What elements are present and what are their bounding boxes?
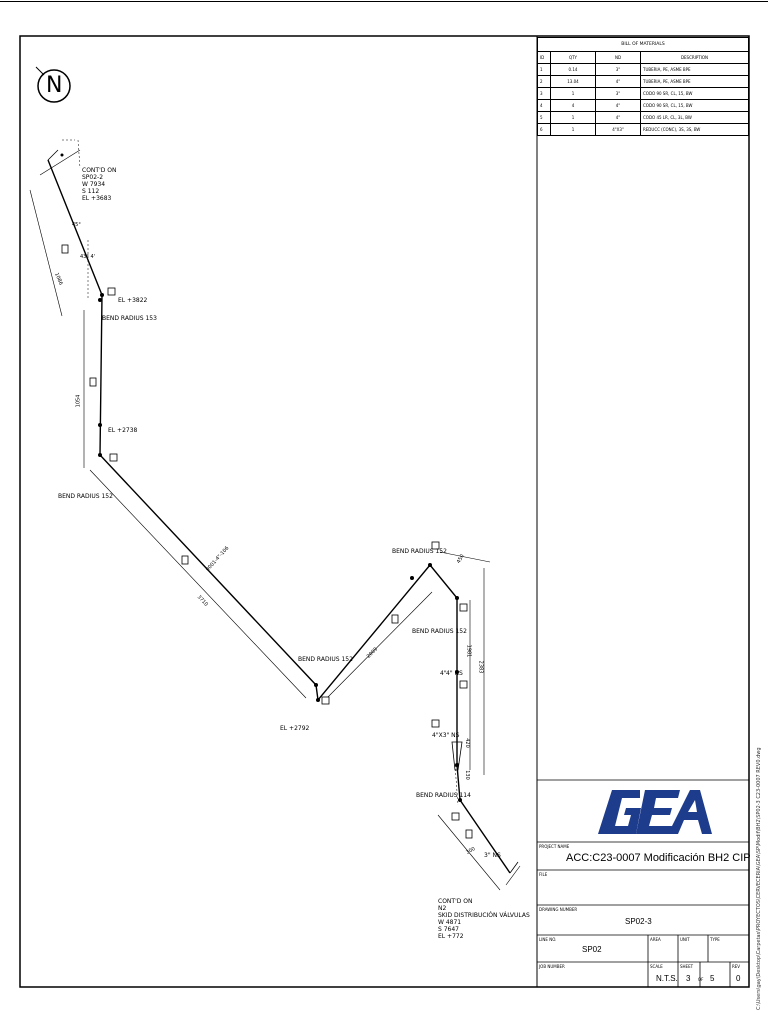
bom-cell: 1 [550, 87, 596, 100]
rev-value: 0 [736, 974, 741, 983]
dimension-label: 1054 [75, 394, 82, 408]
dimension-label: 4" [440, 670, 447, 677]
north-arrow-icon [35, 66, 71, 103]
bom-cell: CODO 90 SR, CL, 15, BW [640, 87, 749, 100]
note-line: EL +3683 [82, 195, 112, 202]
dimension-label: 2383 [477, 660, 484, 674]
drawing-number: SP02-3 [625, 917, 652, 926]
bend-label: BEND RADIUS 152 [392, 548, 447, 555]
bom-title: BILL OF MATERIALS [537, 37, 749, 52]
file-label: FILE [539, 872, 548, 877]
bom-header-row: ID QTY ND DESCRIPTION [537, 51, 749, 64]
elevation-label: EL +3822 [118, 297, 148, 304]
dimension-label: 43° 4' [80, 254, 96, 260]
bom-header-description: DESCRIPTION [640, 51, 749, 64]
scale-label: SCALE [650, 964, 663, 969]
table-row: 3 1 3" CODO 90 SR, CL, 15, BW [537, 87, 749, 100]
table-row: 4 4 4" CODO 90 SR, CL, 15, BW [537, 99, 749, 112]
dimension-label: 45° [72, 222, 81, 228]
unit-label: UNIT [680, 937, 690, 942]
table-row: 1 0.14 3" TUBERIA, PE, ASME BPE [537, 63, 749, 76]
bend-label: BEND RADIUS 152 [412, 628, 467, 635]
bom-cell: 5 [537, 111, 551, 124]
bom-cell: 1 [550, 111, 596, 124]
note-line: S 7647 [438, 926, 459, 933]
bom-cell: CODO 90 SR, CL, 15, BW [640, 99, 749, 112]
pipe-route [47, 159, 511, 874]
bom-header-id: ID [537, 51, 551, 64]
note-line: SKID DISTRIBUCIÓN VÁLVULAS [438, 912, 530, 919]
type-label: TYPE [710, 937, 720, 942]
bom-cell: 4" [595, 111, 641, 124]
drawing-border [19, 35, 750, 988]
dimension-label: 420 [463, 738, 470, 748]
dimension-label: 130 [463, 770, 470, 780]
drawing-number-label: DRAWING NUMBER [539, 907, 578, 912]
connection-note-top: CONT'D ON SP02-2 W 7934 S 112 EL +3683 [82, 167, 116, 202]
table-row: 6 1 4"X3" REDUCC (CONC), 3S, 3S, BW [537, 123, 749, 136]
job-number-label: JOB NUMBER [539, 964, 565, 969]
size-note: 4"X3" NS [432, 732, 460, 739]
elevation-label: EL +2738 [108, 427, 138, 434]
note-line: SP02-2 [82, 174, 104, 181]
dimension-label: 1981 [465, 644, 472, 658]
bend-label: BEND RADIUS 114 [416, 792, 471, 799]
bom-header-nd: ND [595, 51, 641, 64]
bom-cell: TUBERIA, PE, ASME BPE [640, 75, 749, 88]
table-row: 5 1 4" CODO 45 LR, CL, 3L, BW [537, 111, 749, 124]
north-label: N [46, 73, 63, 98]
table-row: 2 13.04 4" TUBERIA, PE, ASME BPE [537, 75, 749, 88]
bom-header-qty: QTY [550, 51, 596, 64]
bom-cell: 4 [537, 99, 551, 112]
bom-cell: 4" [595, 99, 641, 112]
bom-cell: 4" [595, 75, 641, 88]
bom-cell: 6 [537, 123, 551, 136]
bom-cell: 2 [537, 75, 551, 88]
bom-cell: 4"X3" [595, 123, 641, 136]
bom-cell: CODO 45 LR, CL, 3L, BW [640, 111, 749, 124]
project-name-label: PROJECT NAME [539, 844, 570, 849]
bom-cell: 4 [550, 99, 596, 112]
project-name: ACC:C23-0007 Modificación BH2 CIP [566, 852, 751, 864]
sheet-value: 3 [686, 974, 691, 983]
bend-label: BEND RADIUS 152 [58, 493, 113, 500]
bend-label: BEND RADIUS 153 [102, 315, 157, 322]
size-note: 4" NS [446, 670, 463, 677]
bom-cell: 3 [537, 87, 551, 100]
elevation-label: EL +2792 [280, 725, 310, 732]
size-note: 3" NS [484, 852, 501, 859]
note-line: CONT'D ON [82, 167, 117, 174]
connection-note-bottom: CONT'D ON N2 SKID DISTRIBUCIÓN VÁLVULAS … [438, 898, 530, 940]
area-label: AREA [650, 937, 661, 942]
weld-points [60, 153, 462, 802]
sheet-label: SHEET [680, 964, 694, 969]
bom-cell: TUBERIA, PE, ASME BPE [640, 63, 749, 76]
rev-label: REV [732, 964, 741, 969]
note-line: EL +772 [438, 933, 464, 940]
bom-cell: 3" [595, 63, 641, 76]
line-no-label: LINE NO. [539, 937, 557, 942]
bom-cell: 1 [550, 123, 596, 136]
bom-cell: 13.04 [550, 75, 596, 88]
line-no: SP02 [582, 945, 602, 954]
sheet-total: 5 [710, 974, 715, 983]
note-line: N2 [438, 905, 447, 912]
of-label: OF [698, 977, 704, 982]
bom-cell: REDUCC (CONC), 3S, 3S, BW [640, 123, 749, 136]
file-path-text: C:\Users\gay\Desktop\Carpetas\PROYECTOS\… [756, 747, 762, 1010]
note-line: S 112 [82, 188, 100, 195]
bend-label: BEND RADIUS 152 [298, 656, 353, 663]
bom-cell: 0.14 [550, 63, 596, 76]
bom-cell: 3" [595, 87, 641, 100]
note-line: CONT'D ON [438, 898, 473, 905]
scale-value: N.T.S. [656, 974, 678, 983]
note-line: W 7934 [82, 181, 106, 188]
bill-of-materials: BILL OF MATERIALS ID QTY ND DESCRIPTION … [537, 37, 749, 136]
bom-cell: 1 [537, 63, 551, 76]
gea-logo [598, 790, 712, 834]
note-line: W 4871 [438, 919, 462, 926]
